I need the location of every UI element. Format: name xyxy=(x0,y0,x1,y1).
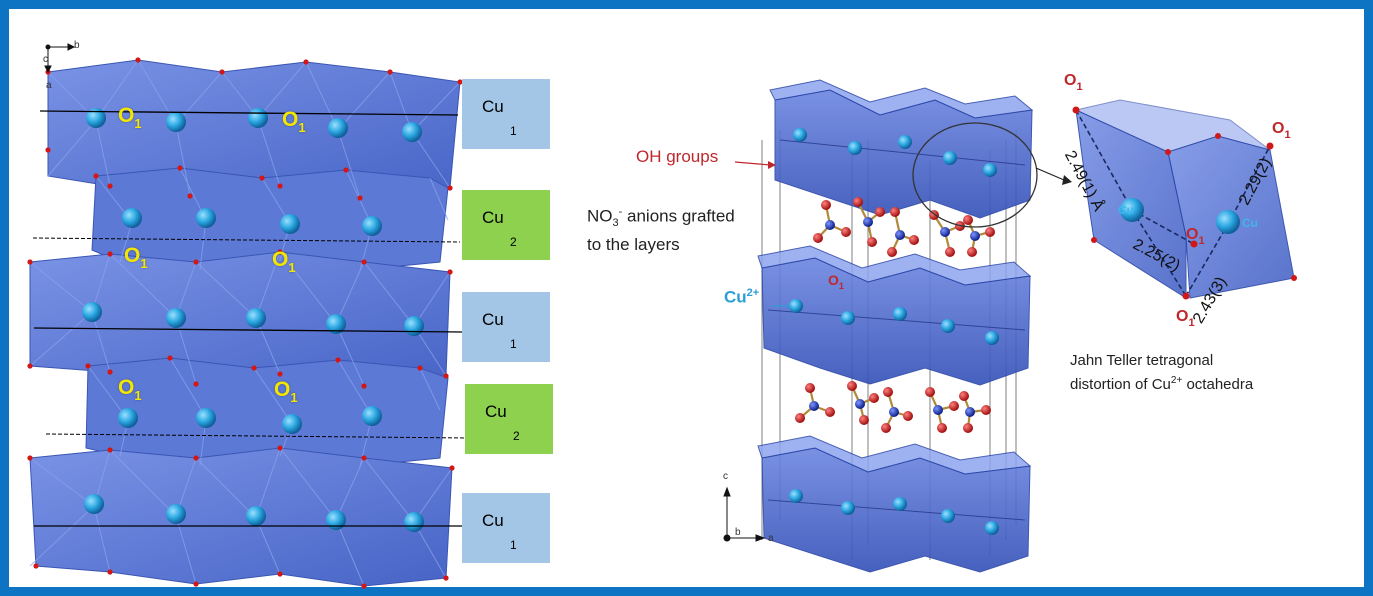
o1-label: O1 xyxy=(272,248,296,275)
right-o1-middle: O1 xyxy=(1186,226,1205,247)
layer-label-cu2-lower: Cu 2 xyxy=(465,384,553,454)
left-polyhedra-layers xyxy=(27,43,471,589)
left-axis-a-label: a xyxy=(46,80,52,91)
o1-label: O1 xyxy=(274,378,298,405)
o1-label: O1 xyxy=(124,244,148,271)
o1-label: O1 xyxy=(282,108,306,135)
left-axis-b-label: b xyxy=(74,40,80,51)
layer-label-main: Cu xyxy=(482,208,504,227)
highlight-circle xyxy=(912,122,1038,228)
o1-label: O1 xyxy=(118,104,142,131)
middle-o1-label: O1 xyxy=(828,272,844,291)
layer-label-main: Cu xyxy=(485,402,507,421)
middle-layered-structure xyxy=(723,79,1072,573)
nitrate-label: NO3- anions grafted to the layers xyxy=(587,206,735,255)
cu2-plus-label: Cu2+ xyxy=(724,287,760,307)
layer-label-cu1-top: Cu 1 xyxy=(462,79,550,149)
layer-label-cu1-middle: Cu 1 xyxy=(462,292,550,362)
layer-label-sub: 1 xyxy=(510,538,517,552)
nitrate-anions xyxy=(795,197,995,433)
layer-label-main: Cu xyxy=(482,97,504,116)
layer-label-sub: 1 xyxy=(510,124,517,138)
left-layer-lines xyxy=(32,110,471,527)
right-cu-left-label: Cu xyxy=(1118,203,1134,217)
middle-axis-a-label: a xyxy=(768,533,774,544)
middle-axis-b-label: b xyxy=(735,527,741,538)
jahn-teller-octahedra xyxy=(1072,99,1297,300)
layer-label-cu2-upper: Cu 2 xyxy=(462,190,550,260)
right-o1-top-right: O1 xyxy=(1272,120,1291,141)
zoom-arrow xyxy=(1035,167,1065,181)
oh-groups-label: OH groups xyxy=(636,147,719,166)
layer-label-sub: 1 xyxy=(510,337,517,351)
layer-label-sub: 2 xyxy=(510,235,517,249)
right-o1-bottom: O1 xyxy=(1176,308,1195,329)
jahn-teller-caption: Jahn Teller tetragonal distortion of Cu2… xyxy=(1070,352,1254,393)
right-o1-top-left: O1 xyxy=(1064,72,1083,93)
left-axis-c-label: c xyxy=(43,54,48,65)
layer-label-main: Cu xyxy=(482,310,504,329)
layer-label-main: Cu xyxy=(482,511,504,530)
right-cu-right-label: Cu xyxy=(1242,216,1258,230)
layer-label-sub: 2 xyxy=(513,429,520,443)
left-oxygen-vertices xyxy=(27,57,463,589)
middle-axis-triad xyxy=(723,486,766,542)
left-axis-triad xyxy=(44,43,76,74)
o1-label: O1 xyxy=(118,376,142,403)
layer-label-cu1-bottom: Cu 1 xyxy=(462,493,550,563)
middle-axis-c-label: c xyxy=(723,471,728,482)
